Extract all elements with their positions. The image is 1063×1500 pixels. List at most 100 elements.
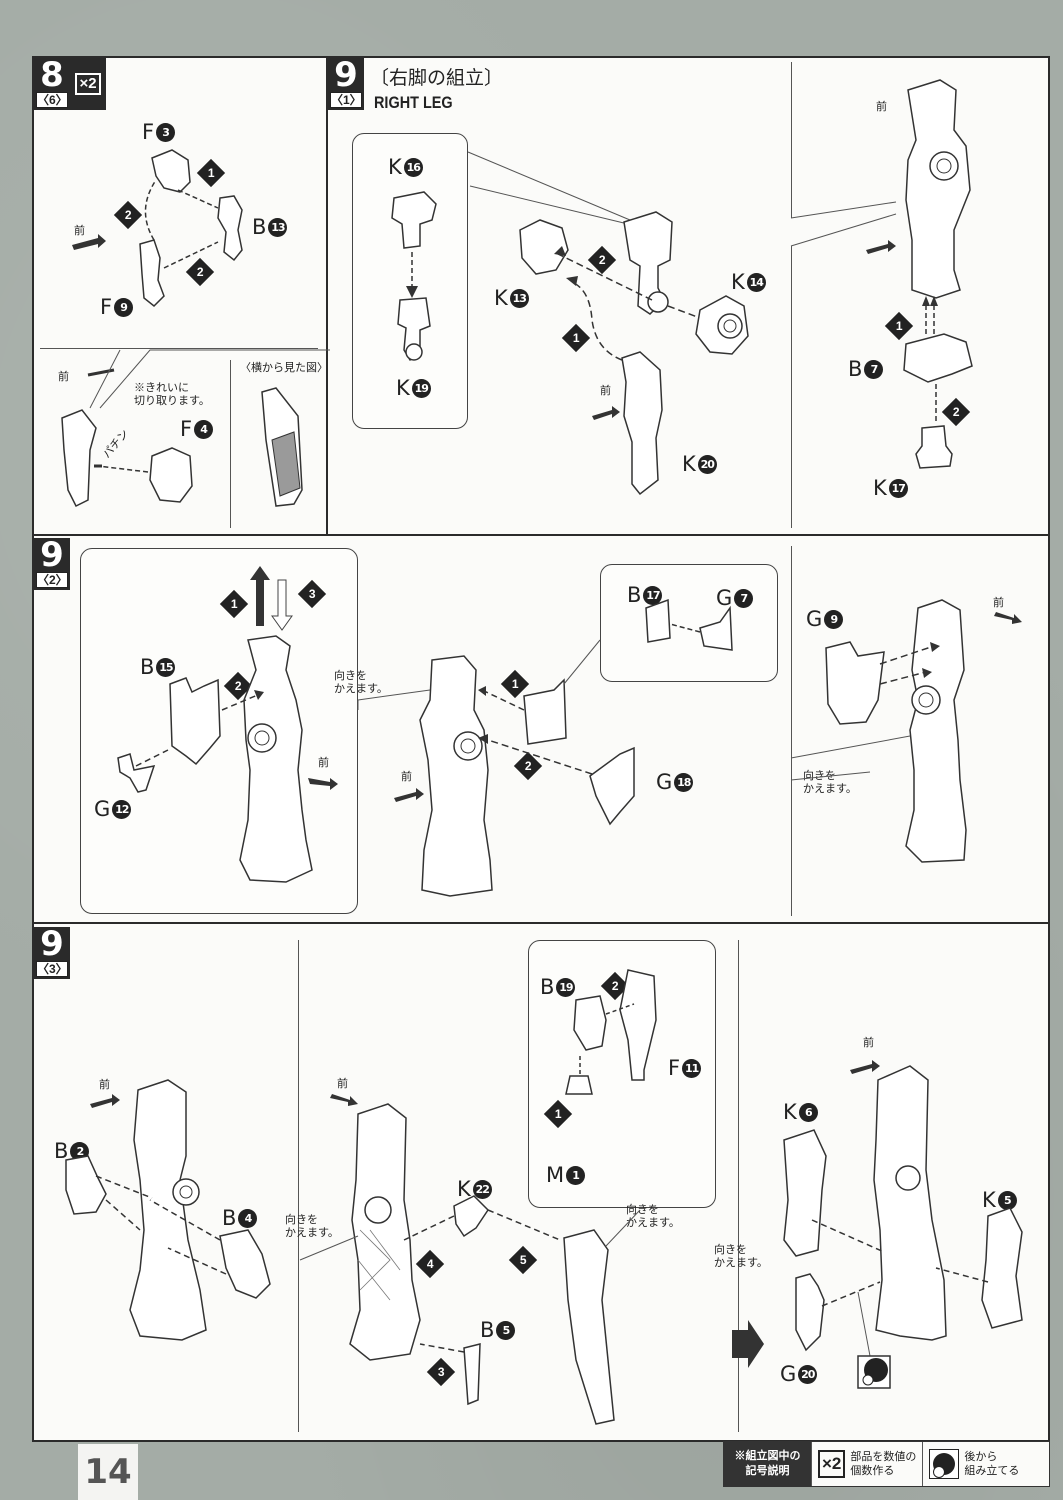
step-substep: 〈6〉 [36,92,68,108]
part-g12-drawing [117,753,156,793]
front-direction-label: 前 [600,385,611,397]
section-title-en: RIGHT LEG [374,93,453,112]
side-view-label: 〈横から見た図〉 [240,362,328,374]
front-arrow-icon [994,612,1022,624]
part-b4-drawing [219,1229,271,1299]
step9-3-diagram [65,969,1023,1425]
leg-assembly-drawing [905,79,971,299]
step-8-badge: 8 〈6〉 [34,58,70,110]
step-substep: 〈2〉 [36,572,68,588]
leg-assembly-drawing [873,1065,947,1341]
part-k16-drawing [391,191,437,249]
part-b5-drawing [463,1343,481,1406]
multiplier-label: ×2 [75,73,101,95]
part-k5-drawing [981,1207,1023,1329]
multiply-icon: ×2 [818,1450,846,1478]
front-direction-label: 前 [876,101,887,113]
legend-heading: ※組立図中の 記号説明 [724,1442,811,1486]
part-g20-drawing [795,1273,825,1352]
front-direction-label: 前 [401,771,412,783]
part-b13-drawing [217,195,243,262]
front-direction-label: 前 [337,1078,348,1090]
make-two-badge: ×2 [70,58,106,110]
row-divider-2 [32,922,1050,924]
part-f9-drawing [139,239,165,308]
detail-callout-k16-k19 [352,133,468,429]
front-direction-label: 前 [863,1037,874,1049]
step-number: 9 [334,55,358,95]
part-g9-drawing [825,641,885,725]
part-g18-drawing [589,746,635,826]
legend-multiply-text: 部品を数値の 個数作る [850,1451,917,1477]
part-f3-drawing [151,149,191,193]
leg-assembly-drawing [905,599,967,863]
part-k6-drawing [783,1129,827,1257]
step-number: 9 [40,535,64,575]
part-f11-drawing [619,969,657,1081]
front-arrow-icon [330,1094,358,1106]
panel-divider-9-3a [298,940,299,1432]
step-substep: 〈3〉 [36,961,68,977]
part-f4-drawing [149,447,193,503]
part-f11-assembled-drawing [563,1229,615,1425]
turn-around-note: 向きを かえます。 [626,1204,680,1229]
legend-item-assemble-later: 後から 組み立てる [922,1442,1025,1486]
panel-divider-9-2 [791,546,792,916]
front-direction-label: 前 [74,225,85,237]
front-arrow-icon [308,778,338,790]
panel-divider-9-1b [791,246,792,528]
front-direction-label: 前 [99,1079,110,1091]
col-divider-step8 [326,56,328,534]
step8-diagram [72,149,243,308]
front-arrow-icon [90,1094,120,1108]
part-k22-drawing [453,1195,489,1238]
panel-divider-9-3b [738,940,739,1432]
step-number: 8 [40,55,64,95]
part-m1-drawing [565,1075,593,1095]
part-b7-drawing [903,333,973,383]
assembled-part-drawing [61,409,97,508]
part-b15-drawing [169,677,221,766]
part-k17-drawing [915,425,953,469]
leg-assembly-drawing [419,655,493,897]
leg-assembly-drawing [239,635,313,883]
step-9-2-badge: 9 〈2〉 [34,538,70,590]
step-number: 9 [40,924,64,964]
legend-assemble-later-text: 後から 組み立てる [964,1451,1020,1477]
front-arrow-icon [394,788,424,802]
part-b17-g7-assembled-drawing [523,678,567,745]
step9-1-diagram [391,79,973,496]
part-g7-drawing [699,605,733,651]
section-title-jp: 〔右脚の組立〕 [370,67,504,89]
step9-2-diagram [117,566,1022,897]
turn-direction-arrow-icon [732,1320,764,1368]
step-substep: 〈1〉 [330,92,362,108]
pull-up-arrow-icon [250,566,270,626]
assemble-later-icon [929,1449,960,1479]
front-direction-label: 前 [318,757,329,769]
front-arrow-icon [850,1060,880,1074]
leg-assembly-drawing [349,1103,421,1361]
push-down-arrow-icon [271,579,293,631]
part-b2-drawing [65,1155,107,1215]
